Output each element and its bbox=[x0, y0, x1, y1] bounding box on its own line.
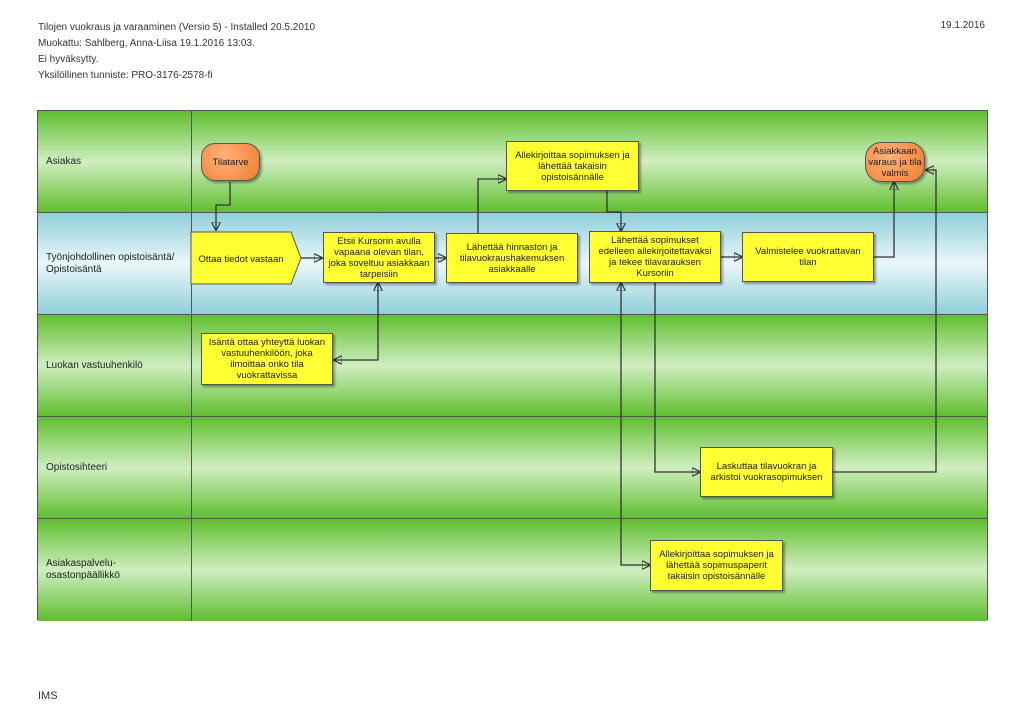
task-ottaa-label: Ottaa tiedot vastaan bbox=[198, 254, 283, 265]
task-etsii: Etsii Kursorin avulla vapaana olevan til… bbox=[323, 232, 435, 283]
lane-divider bbox=[191, 315, 192, 416]
process-title: Tilojen vuokraus ja varaaminen (Versio 5… bbox=[38, 22, 316, 33]
document-header: Tilojen vuokraus ja varaaminen (Versio 5… bbox=[38, 20, 315, 84]
swimlane-diagram: Asiakas Työnjohdollinen opistoisäntä/ Op… bbox=[37, 110, 988, 621]
task-allekirjoittaa-paallikko: Allekirjoittaa sopimuksen ja lähettää so… bbox=[650, 540, 783, 591]
task-allekirjoittaa-asiakas: Allekirjoittaa sopimuksen ja lähettää ta… bbox=[506, 141, 639, 191]
footer-ims: IMS bbox=[38, 690, 58, 702]
lane-divider bbox=[191, 417, 192, 518]
lane-opistosihteeri: Opistosihteeri bbox=[38, 417, 987, 519]
end-event-asiakkaan-varaus: Asiakkaan varaus ja tila valmis bbox=[865, 142, 925, 182]
document-date: 19.1.2016 bbox=[940, 20, 986, 31]
unique-identifier: Yksilöllinen tunniste: PRO-3176-2578-fi bbox=[38, 70, 213, 81]
approval-status: Ei hyväksytty. bbox=[38, 54, 99, 65]
lane-label: Opistosihteeri bbox=[46, 461, 108, 473]
modified-info: Muokattu: Sahlberg, Anna-Liisa 19.1.2016… bbox=[38, 38, 255, 49]
task-valmistelee: Valmistelee vuokrattavan tilan bbox=[742, 232, 874, 282]
lane-luokan-vastuuhenkilo: Luokan vastuuhenkilö bbox=[38, 315, 987, 417]
task-laskuttaa: Laskuttaa tilavuokran ja arkistoi vuokra… bbox=[700, 447, 833, 497]
lane-asiakas: Asiakas bbox=[38, 111, 987, 213]
lane-asiakaspalvelu: Asiakaspalvelu- osastonpäällikkö bbox=[38, 519, 987, 621]
task-lahettaa-hinnaston: Lähettää hinnaston ja tilavuokraushakemu… bbox=[446, 233, 578, 283]
lane-label: Työnjohdollinen opistoisäntä/ Opistoisän… bbox=[46, 251, 175, 275]
lane-label: Asiakas bbox=[46, 155, 82, 167]
task-ottaa-tiedot: Ottaa tiedot vastaan bbox=[190, 231, 302, 285]
lane-label: Luokan vastuuhenkilö bbox=[46, 359, 143, 371]
task-lahettaa-sopimukset: Lähettää sopimukset edelleen allekirjoit… bbox=[589, 231, 721, 283]
lane-divider bbox=[191, 111, 192, 212]
lane-label: Asiakaspalvelu- osastonpäällikkö bbox=[46, 558, 120, 581]
task-isanta-ottaa-yhteytta: Isäntä ottaa yhteyttä luokan vastuuhenki… bbox=[201, 333, 333, 385]
lane-divider bbox=[191, 519, 192, 621]
start-event-tilatarve: Tilatarve bbox=[201, 143, 260, 181]
